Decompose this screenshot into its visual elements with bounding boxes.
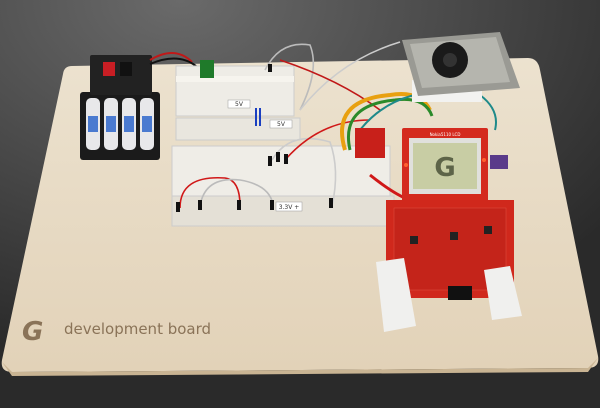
rail-label-bottom: 3.3V + xyxy=(279,204,300,211)
board-edge xyxy=(2,358,598,376)
breadboard-large: 3.3V + xyxy=(171,145,395,227)
sensor-breakout-purple xyxy=(490,155,508,169)
logo-g-mark: G xyxy=(22,317,43,347)
brand-logo: G development board xyxy=(22,317,211,347)
standoff-right xyxy=(484,266,522,320)
standoff-left xyxy=(376,258,416,332)
brand-text: development board xyxy=(64,320,211,338)
power-switch-red[interactable] xyxy=(103,62,115,76)
lcd-header-text: Nokia5110 LCD xyxy=(430,132,461,137)
button-right[interactable] xyxy=(484,226,492,234)
pin-header xyxy=(448,286,472,300)
power-switch-black[interactable] xyxy=(120,62,132,76)
lcd-screen xyxy=(413,143,477,189)
rail-label-middle: 5V xyxy=(277,121,286,128)
button-center[interactable] xyxy=(450,232,458,240)
voltage-regulator-module xyxy=(200,60,214,78)
microcontroller-board xyxy=(355,128,385,158)
wire-pins xyxy=(176,64,333,212)
dust-sensor-module xyxy=(402,32,520,102)
lcd-module: Nokia5110 LCD G xyxy=(402,128,488,204)
rail-label-top: 5V xyxy=(235,101,244,108)
breadboard-small: 5V xyxy=(175,60,295,117)
battery-pack xyxy=(80,52,197,160)
button-left[interactable] xyxy=(410,236,418,244)
breadboard-rail: 5V xyxy=(175,108,301,141)
lcd-logo: G xyxy=(434,153,455,183)
